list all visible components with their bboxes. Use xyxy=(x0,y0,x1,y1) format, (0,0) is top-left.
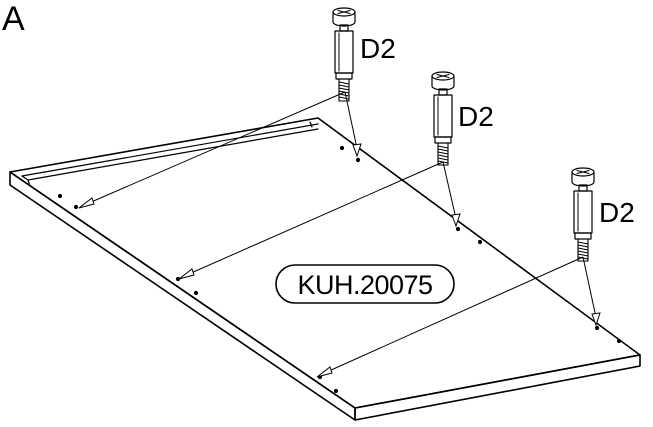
fastener-2-label: D2 xyxy=(458,101,494,132)
part-number-label: KUH.20075 xyxy=(275,264,455,304)
fastener-1-label: D2 xyxy=(360,33,396,64)
fastener-3-label: D2 xyxy=(599,197,635,228)
panel-groove xyxy=(21,121,319,187)
panel: KUH.20075 xyxy=(9,117,641,421)
guide-arrowheads xyxy=(78,143,601,378)
step-label: A xyxy=(2,0,25,38)
part-number-text: KUH.20075 xyxy=(297,270,432,300)
fastener-3: D2 xyxy=(571,167,635,262)
fastener-2: D2 xyxy=(431,71,494,166)
panel-holes xyxy=(57,145,622,394)
guide-lines xyxy=(81,91,598,376)
panel-side-edge xyxy=(354,354,641,421)
fastener-1: D2 xyxy=(332,7,396,102)
